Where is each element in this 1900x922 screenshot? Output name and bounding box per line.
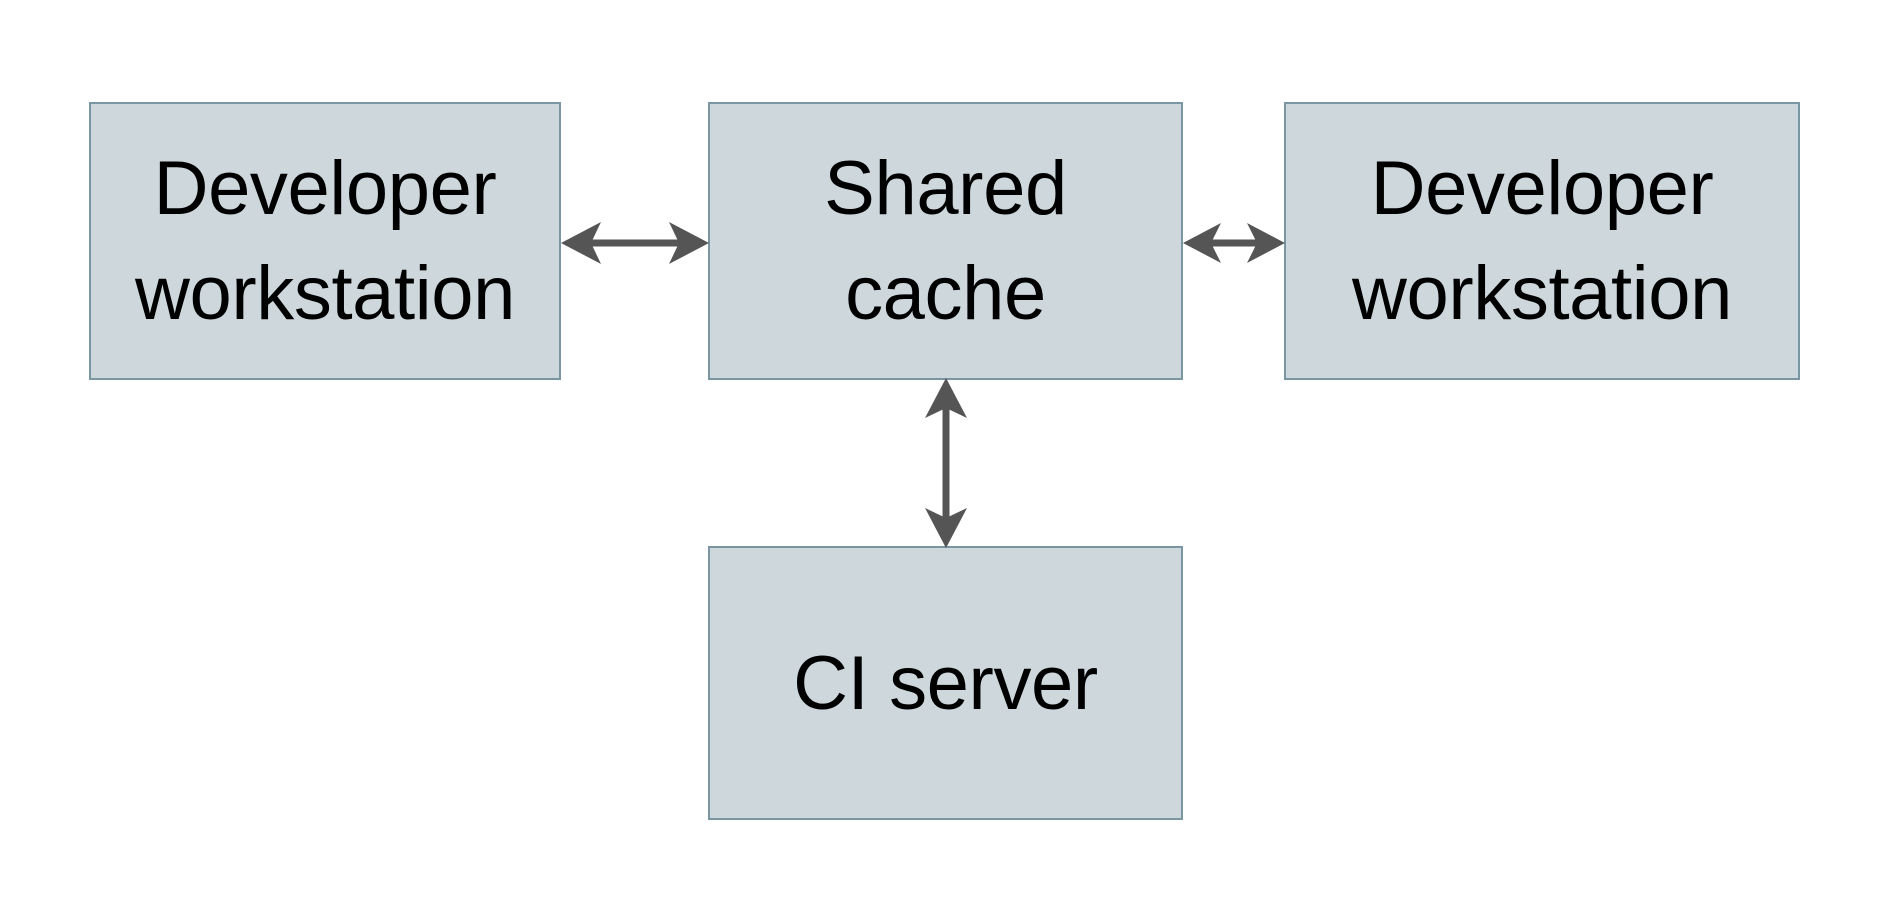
connector-shared-cache-to-dev-right[interactable] — [1177, 212, 1291, 274]
node-developer-workstation-right[interactable]: Developer workstation — [1284, 102, 1800, 380]
double-arrow-icon — [1183, 223, 1285, 263]
node-label-developer-workstation-left: Developer workstation — [135, 146, 515, 336]
node-ci-server[interactable]: CI server — [708, 546, 1183, 820]
connector-dev-left-to-shared-cache[interactable] — [555, 212, 715, 274]
connector-shared-cache-to-ci-server[interactable] — [915, 372, 977, 554]
node-shared-cache[interactable]: Shared cache — [708, 102, 1183, 380]
node-label-shared-cache: Shared cache — [824, 146, 1067, 336]
node-label-ci-server: CI server — [793, 640, 1098, 726]
node-label-developer-workstation-right: Developer workstation — [1352, 146, 1732, 336]
double-arrow-icon — [925, 378, 967, 548]
node-developer-workstation-left[interactable]: Developer workstation — [89, 102, 561, 380]
double-arrow-icon — [561, 222, 709, 264]
